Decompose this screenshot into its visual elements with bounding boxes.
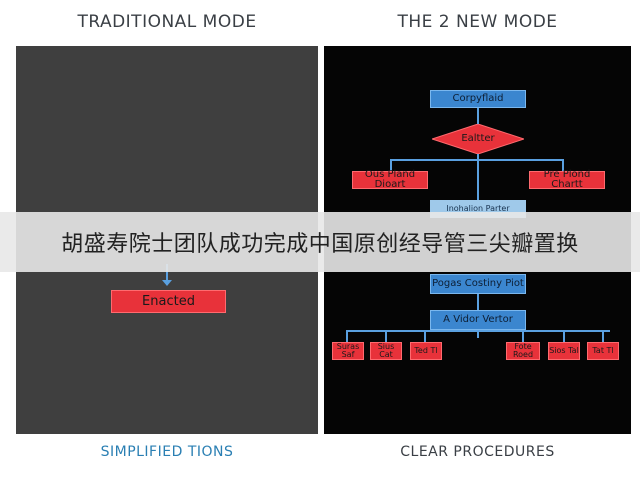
connector-line	[346, 330, 348, 342]
decision-label: Ealtter	[461, 133, 495, 144]
leaf-box: Sius Cat	[370, 342, 402, 360]
connector-line	[477, 108, 479, 124]
left-panel-caption: SIMPLIFIED TIONS	[100, 444, 234, 460]
connector-line	[477, 154, 479, 200]
leaf-box: Fote Roed	[506, 342, 540, 360]
connector-line	[522, 330, 524, 342]
mid-process-box: Pogas Costiny Piot	[430, 274, 526, 294]
leaf-box: Sios Tal	[548, 342, 580, 360]
leaf-box: Tat Tl	[587, 342, 619, 360]
connector-line	[602, 330, 604, 342]
connector-line	[562, 159, 564, 171]
connector-line	[563, 330, 565, 342]
left-panel-title: TRADITIONAL MODE	[77, 12, 257, 32]
enacted-box: Enacted	[111, 290, 226, 313]
connector-line	[390, 159, 392, 171]
connector-line	[385, 330, 387, 342]
headline-banner: 胡盛寿院士团队成功完成中国原创经导管三尖瓣置换	[0, 212, 640, 272]
connector-line	[346, 330, 610, 332]
right-panel-title: THE 2 NEW MODE	[397, 12, 558, 32]
branch-left-box: Ous Pland Dioart	[352, 170, 428, 190]
leaf-box: Ted Tl	[410, 342, 442, 360]
connector-line	[477, 294, 479, 310]
decision-diamond: Ealtter	[432, 124, 524, 154]
connector-line	[424, 330, 426, 342]
branch-right-box: Pre Plond Chartt	[529, 170, 605, 190]
connector-line	[477, 330, 479, 338]
lower-process-box: A Vidor Vertor	[430, 310, 526, 330]
top-process-box: Corpyflaid	[430, 90, 526, 108]
connector-line	[166, 264, 168, 282]
connector-line	[390, 159, 564, 161]
leaf-box: Suras Saf	[332, 342, 364, 360]
arrow-down-icon	[162, 280, 172, 286]
right-panel-caption: CLEAR PROCEDURES	[400, 444, 555, 460]
